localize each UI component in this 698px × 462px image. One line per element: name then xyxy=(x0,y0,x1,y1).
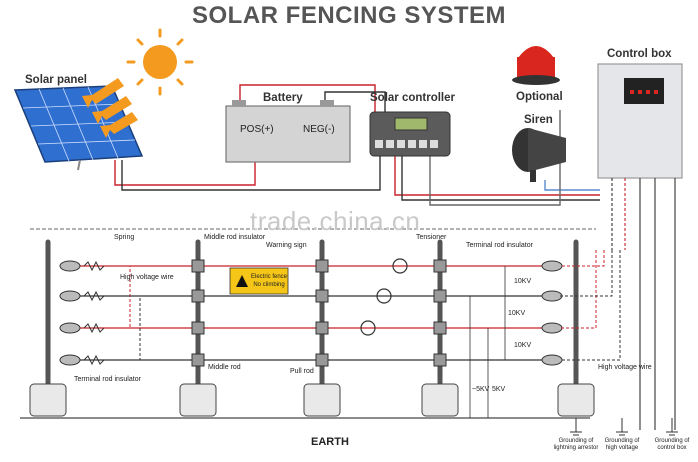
sun-icon xyxy=(126,28,194,96)
battery-label: Battery xyxy=(263,92,303,104)
middle-rod-label: Middle rod xyxy=(208,364,241,371)
siren-label: Siren xyxy=(524,114,553,126)
ground-hv-line1: Grounding of xyxy=(604,438,640,444)
high-voltage-wire-right-label: High voltage wire xyxy=(598,364,652,371)
solar-controller-label: Solar controller xyxy=(370,92,455,104)
terminal-rod-insulator-top-label: Terminal rod insulator xyxy=(466,242,533,249)
battery xyxy=(225,100,351,163)
spring-label: Spring xyxy=(114,234,135,241)
kv-label-b: 10KV xyxy=(508,310,526,317)
ground-arrestor-line1: Grounding of xyxy=(558,438,594,444)
high-voltage-wire-left-label: High voltage wire xyxy=(120,274,174,281)
terminal-rod-insulator-bottom-label: Terminal rod insulator xyxy=(74,376,141,383)
middle-rod-insulator-label: Middle rod insulator xyxy=(204,234,266,241)
fence xyxy=(20,228,678,436)
control-box-label: Control box xyxy=(607,48,672,60)
kv-5b-label: 5KV xyxy=(492,386,506,393)
sunlight-arrows xyxy=(82,78,138,138)
diagram-title: SOLAR FENCING SYSTEM xyxy=(191,2,507,29)
battery-neg-label: NEG(-) xyxy=(303,124,335,135)
kv-5a-label: ~5KV xyxy=(472,386,490,393)
control-box xyxy=(597,63,683,179)
siren xyxy=(512,128,566,182)
ground-hv-line2: high voltage xyxy=(605,445,639,451)
ground-arrestor-line2: lightning arrestor xyxy=(553,445,599,451)
warning-sign-label: Warning sign xyxy=(266,242,307,249)
solar-panel-label: Solar panel xyxy=(25,74,87,86)
watermark: trade.china.cn xyxy=(250,206,421,236)
ground-controlbox-line1: Grounding of xyxy=(654,438,690,444)
control-box-cables xyxy=(611,178,676,430)
tensioner-label: Tensioner xyxy=(416,234,447,241)
battery-pos-label: POS(+) xyxy=(240,124,274,135)
kv-label-c: 10KV xyxy=(514,342,532,349)
sign-line1: Electric fence xyxy=(250,274,287,280)
kv-label-a: 10KV xyxy=(514,278,532,285)
solar-panel xyxy=(13,85,144,171)
ground-controlbox-line2: control box xyxy=(657,445,687,451)
optional-label: Optional xyxy=(516,91,563,103)
solar-controller xyxy=(369,111,451,157)
sign-line2: No climbing xyxy=(253,282,285,288)
alarm-beacon xyxy=(512,46,560,85)
earth-label: EARTH xyxy=(311,436,349,448)
pull-rod-label: Pull rod xyxy=(290,368,314,375)
